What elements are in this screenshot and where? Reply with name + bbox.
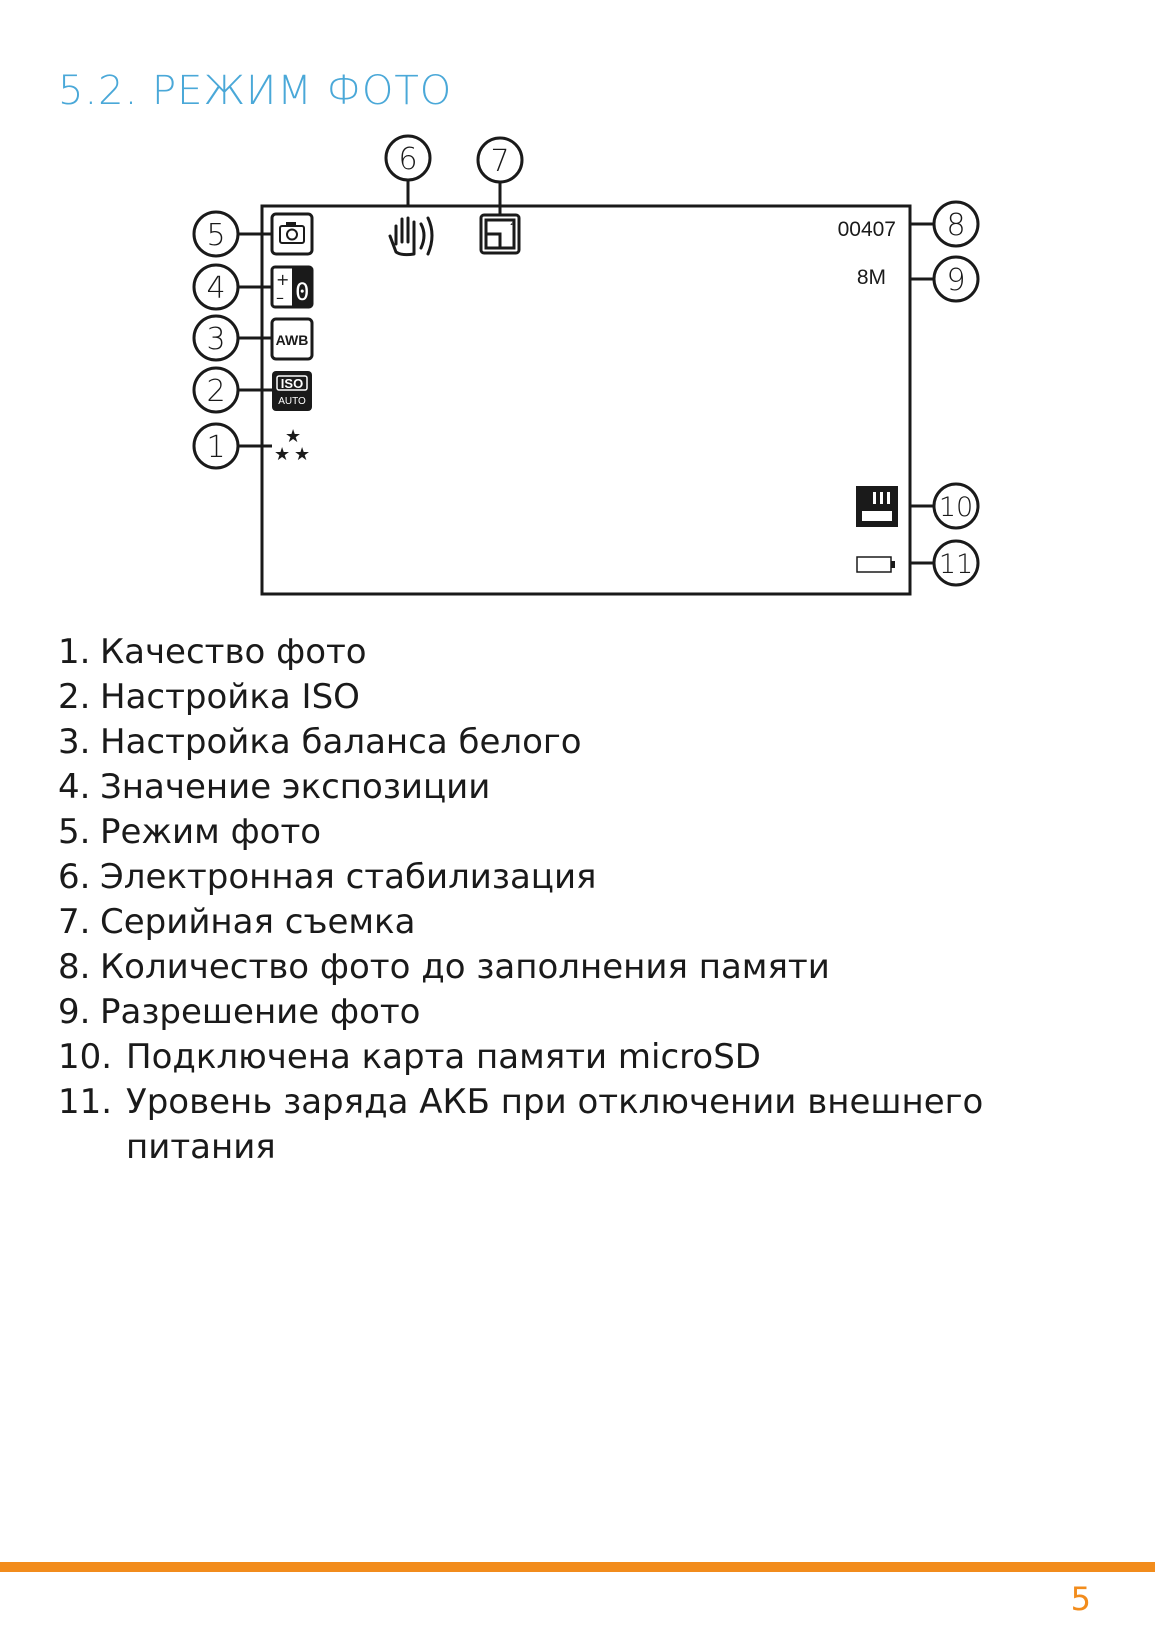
list-item-number: 6. <box>58 857 91 897</box>
camera-icon <box>270 212 314 256</box>
callout-8: 8 <box>946 208 965 243</box>
list-item: 1.Качество фото <box>58 630 1026 675</box>
list-item: 2.Настройка ISO <box>58 675 1026 720</box>
svg-text:★: ★ <box>294 444 310 465</box>
callout-11: 11 <box>939 549 973 580</box>
page-title: 5.2. РЕЖИМ ФОТО <box>58 68 453 114</box>
list-item-text: Значение экспозиции <box>100 767 491 807</box>
list-item-number: 3. <box>58 722 91 762</box>
screen-frame <box>260 204 912 596</box>
resolution-value: 8M <box>857 266 886 289</box>
svg-text:★: ★ <box>274 444 290 465</box>
list-item: 8.Количество фото до заполнения памяти <box>58 945 1026 990</box>
list-item-number: 8. <box>58 947 91 987</box>
footer-divider <box>0 1562 1155 1572</box>
list-item: 11. Уровень заряда АКБ при отключении вне… <box>58 1080 1026 1170</box>
list-item-text: Подключена карта памяти microSD <box>126 1037 761 1077</box>
exposure-icon: + – 0 <box>270 265 314 309</box>
list-item-text: Настройка баланса белого <box>100 722 582 762</box>
exposure-plus: + <box>276 270 289 289</box>
exposure-value: 0 <box>295 278 309 306</box>
svg-text:★: ★ <box>285 426 301 447</box>
shot-count: 00407 <box>838 218 896 241</box>
list-item-text: Уровень заряда АКБ при отключении внешне… <box>126 1082 984 1167</box>
list-item-number: 9. <box>58 992 91 1032</box>
list-item-number: 2. <box>58 677 91 717</box>
list-item: 9.Разрешение фото <box>58 990 1026 1035</box>
iso-label: ISO <box>281 376 303 391</box>
list-item-text: Количество фото до заполнения памяти <box>100 947 830 987</box>
list-item-text: Серийная съемка <box>100 902 416 942</box>
list-item-text: Режим фото <box>100 812 322 852</box>
camera-screen-diagram: + – 0 AWB ISO AUTO ★ ★ ★ 2 00407 8M <box>192 134 980 596</box>
list-item: 5.Режим фото <box>58 810 1026 855</box>
list-item: 4.Значение экспозиции <box>58 765 1026 810</box>
callout-5: 5 <box>206 218 225 253</box>
quality-stars-icon: ★ ★ ★ <box>274 426 310 465</box>
callout-6: 6 <box>398 142 417 177</box>
list-item-number: 1. <box>58 632 91 672</box>
list-item-text: Настройка ISO <box>100 677 360 717</box>
hand-stabilization-icon <box>388 216 434 257</box>
list-item-text: Электронная стабилизация <box>100 857 597 897</box>
iso-sub-label: AUTO <box>278 396 306 407</box>
callout-7: 7 <box>490 144 509 179</box>
list-item-number: 7. <box>58 902 91 942</box>
list-item: 7.Серийная съемка <box>58 900 1026 945</box>
list-item-number: 11. <box>58 1082 113 1122</box>
battery-icon <box>856 556 895 573</box>
microsd-icon <box>856 486 898 527</box>
list-item-number: 5. <box>58 812 91 852</box>
callout-9: 9 <box>946 263 965 298</box>
list-item: 6.Электронная стабилизация <box>58 855 1026 900</box>
page-number: 5 <box>1070 1580 1091 1618</box>
iso-icon: ISO AUTO <box>272 371 312 411</box>
list-item: 3.Настройка баланса белого <box>58 720 1026 765</box>
list-item: 10. Подключена карта памяти microSD <box>58 1035 1026 1080</box>
awb-icon: AWB <box>270 317 314 361</box>
callout-3: 3 <box>206 322 225 357</box>
burst-count: 2 <box>510 218 515 227</box>
list-item-number: 10. <box>58 1037 113 1077</box>
list-item-text: Разрешение фото <box>100 992 421 1032</box>
callout-10: 10 <box>939 492 973 523</box>
legend-list: 1.Качество фото 2.Настройка ISO 3.Настро… <box>58 630 1026 1170</box>
burst-icon: 2 <box>479 213 521 255</box>
callout-2: 2 <box>206 374 225 409</box>
awb-label: AWB <box>276 332 309 348</box>
list-item-number: 4. <box>58 767 91 807</box>
list-item-text: Качество фото <box>100 632 367 672</box>
exposure-minus: – <box>276 288 284 307</box>
callout-1: 1 <box>206 430 225 465</box>
callout-4: 4 <box>206 271 225 306</box>
